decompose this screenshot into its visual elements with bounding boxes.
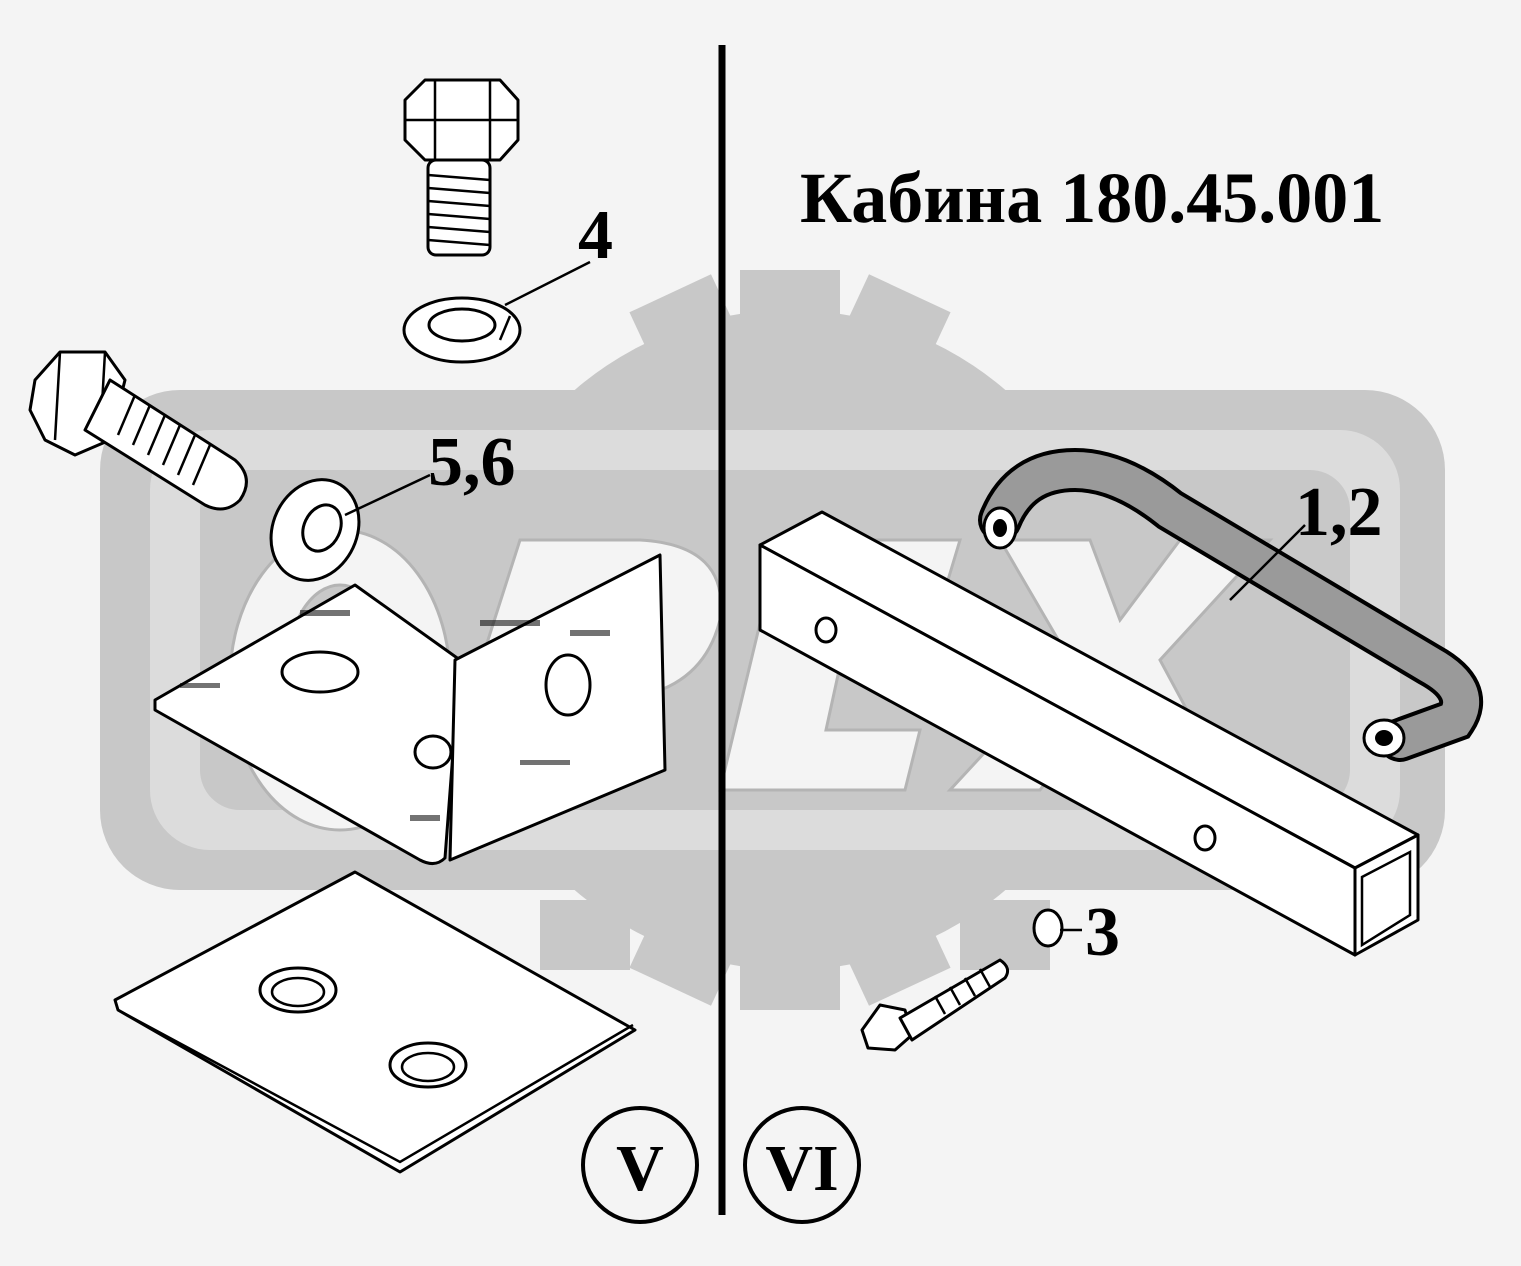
section-label-vi: VI [765,1132,838,1205]
callout-4: 4 [578,197,613,274]
threaded-plate [113,870,637,1174]
section-label-v: V [616,1132,664,1205]
leader-5-6 [344,473,431,517]
leader-4 [504,260,591,307]
small-bolt [860,958,1010,1052]
square-tube [758,510,1420,957]
leader-1-2 [1229,524,1306,601]
callout-3: 3 [1085,894,1120,971]
callout-5-6: 5,6 [428,424,516,501]
callout-1-2: 1,2 [1295,474,1383,551]
diagram-title: Кабина 180.45.001 [800,158,1384,238]
flat-washer [269,478,361,582]
section-marker-v: V [581,1106,699,1224]
small-lock-washer [1032,908,1064,948]
spring-washer [402,296,522,364]
section-marker-vi: VI [743,1106,861,1224]
hex-bolt-vertical [403,78,520,257]
angle-bracket [153,553,667,865]
u-handle [978,447,1484,762]
hex-bolt-diagonal [28,350,248,511]
